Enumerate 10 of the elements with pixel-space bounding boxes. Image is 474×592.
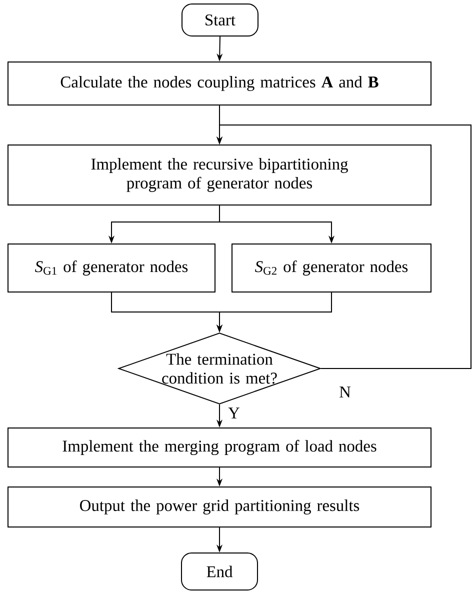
process-box: Implement the merging program of load nodes	[8, 428, 432, 468]
edge-label: N	[338, 386, 352, 398]
end-terminal: End	[181, 552, 258, 590]
process-box: Output the power grid partitioning results	[8, 486, 432, 528]
process-box: S$_{G1}$ of generator nodes	[8, 244, 216, 292]
process-box: Implement the recursive bipartitioning program of generator nodes	[8, 144, 432, 206]
process-box: Calculate the nodes coupling matrices A and B	[8, 62, 432, 106]
start-terminal: Start	[182, 4, 258, 36]
process-box: S$_{G2}$ of generator nodes	[232, 244, 432, 292]
edge-label: Y	[227, 406, 241, 420]
